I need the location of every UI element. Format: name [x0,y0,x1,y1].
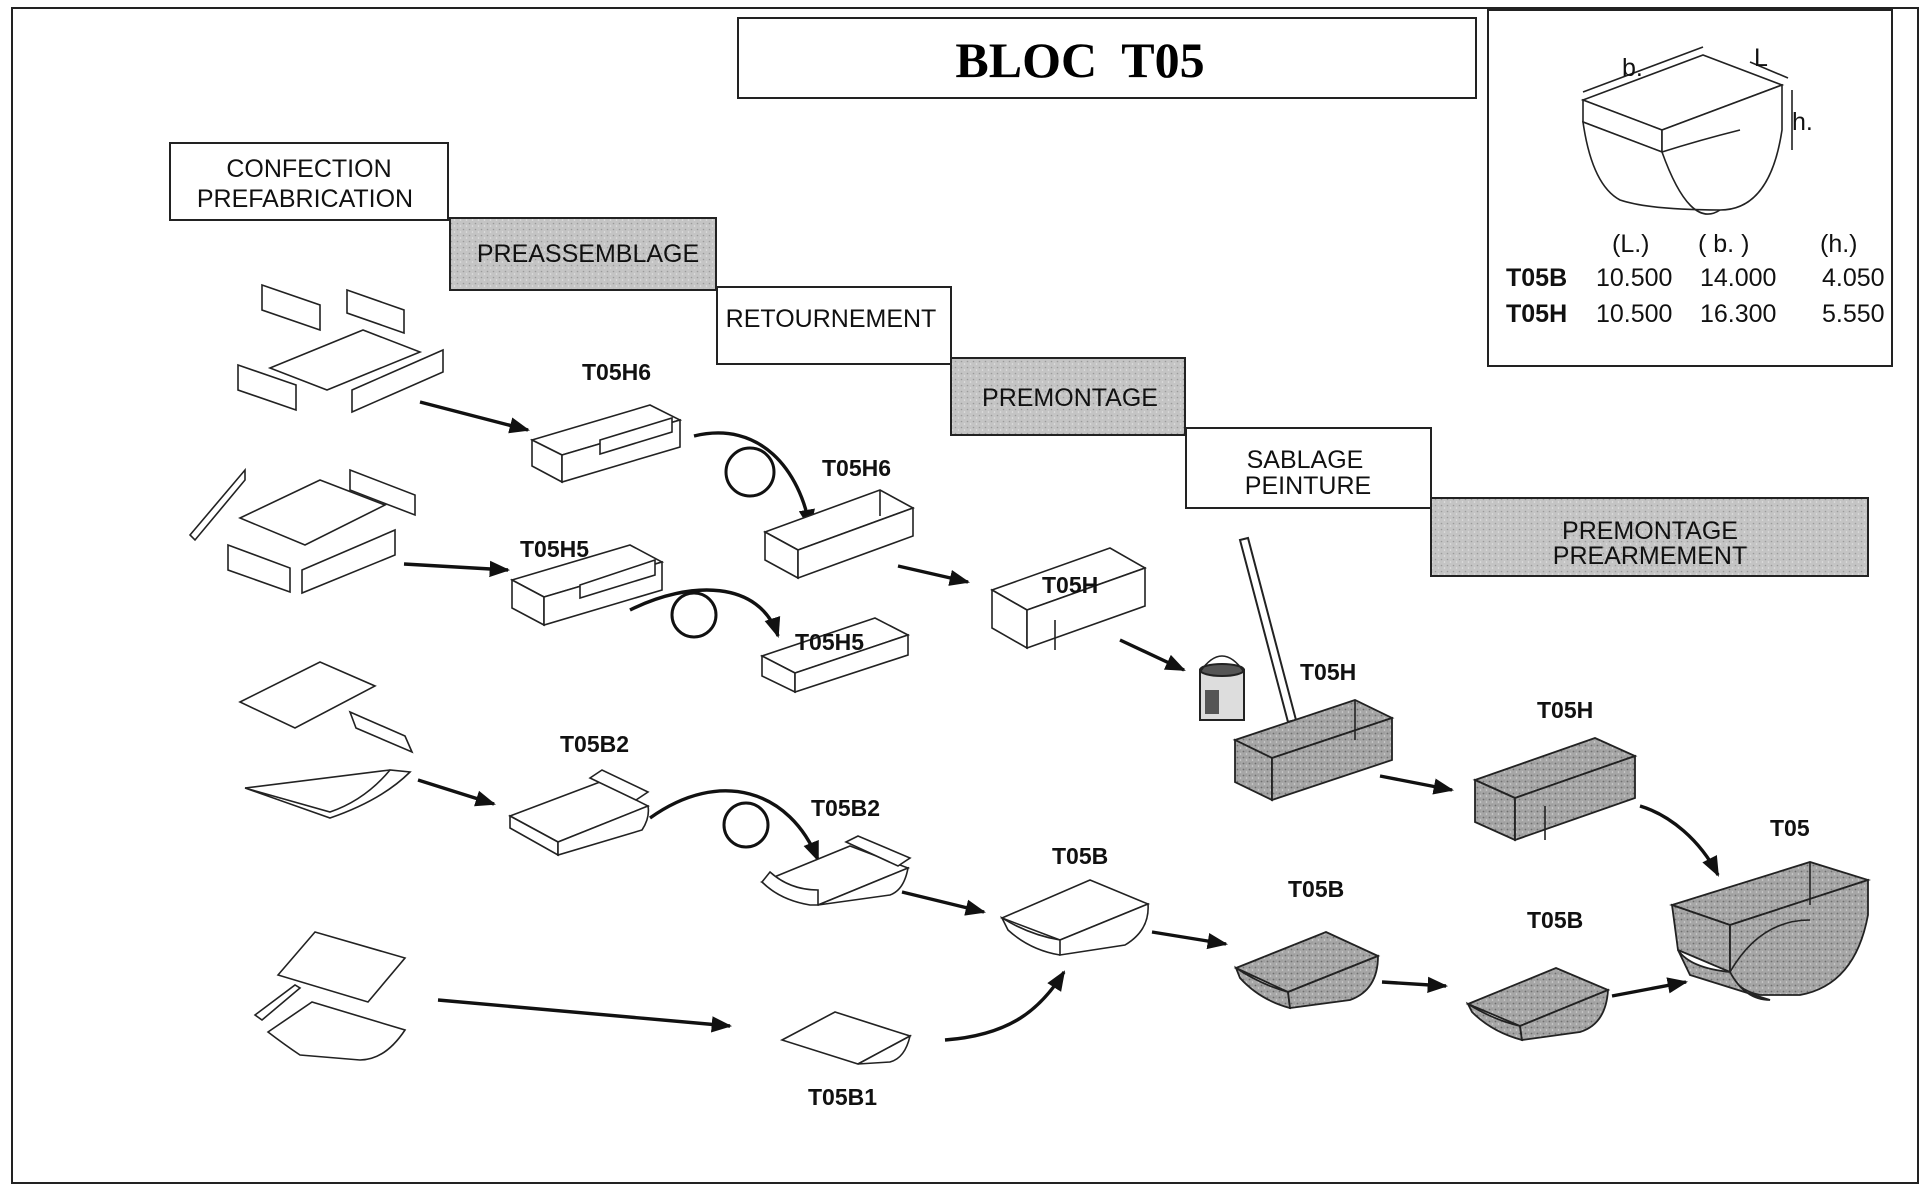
arrow-premontage-h [897,564,970,586]
step-confection-line1: CONFECTION [226,155,391,183]
step-confection-line2: PREFABRICATION [197,185,413,213]
arrow-b-to-t05 [1611,977,1689,998]
row-t05h-b: 16.300 [1700,300,1776,328]
part-t05b2-b: T05B2 [759,795,912,906]
label-t05b-a: T05B [1052,843,1108,869]
part-t05b-b-painted: T05B [1233,876,1381,1010]
row-t05b-h: 4.050 [1822,264,1885,292]
arrow-row2-1 [403,560,511,578]
row-name-t05b: T05B [1506,264,1567,292]
dimensions-panel: b. L h. (L.) ( b. ) (h.) T05B 10.500 14.… [1487,9,1893,367]
step-prearmement-line1: PREMONTAGE [1562,517,1738,545]
part-t05h6-b: T05H6 [763,455,915,580]
row4-loose-plates [253,931,407,1061]
flip-arrow-t05h5 [629,588,781,638]
step-premontage-prearmement: PREMONTAGE PREARMEMENT [1430,497,1869,577]
label-t05: T05 [1770,815,1810,841]
arrow-to-prearmement-h [1379,774,1455,795]
part-t05h-b-painted: T05H [1232,659,1395,802]
label-t05h6-a: T05H6 [582,359,651,385]
flip-arrow-t05h6 [693,431,815,531]
step-sablage-line2: PEINTURE [1245,472,1371,500]
label-t05h6-b: T05H6 [822,455,891,481]
flip-arrow-t05b2 [649,789,820,862]
arrow-row1-1 [419,400,530,434]
step-preassemblage: PREASSEMBLAGE [449,217,717,291]
part-t05b-a: T05B [999,843,1151,956]
part-t05h5-a: T05H5 [509,536,665,627]
step-sablage-line1: SABLAGE [1247,446,1364,474]
row3-loose-plates [238,661,414,819]
outer-frame [11,7,1919,1184]
step-retournement: RETOURNEMENT [716,286,952,365]
part-t05h6-a: T05H6 [529,359,683,484]
arrow-to-sablage-b [1151,930,1229,950]
row-t05h-h: 5.550 [1822,300,1885,328]
label-t05h-a: T05H [1042,572,1098,598]
part-t05b2-a: T05B2 [508,731,650,857]
row2-loose-plates [188,467,416,595]
arrow-b1-to-premontage [944,970,1066,1042]
label-t05h5-a: T05H5 [520,536,589,562]
label-t05b2-b: T05B2 [811,795,880,821]
step-confection: CONFECTION PREFABRICATION [169,142,449,221]
label-t05b1: T05B1 [808,1084,877,1110]
label-t05h-c: T05H [1537,697,1593,723]
row-name-t05h: T05H [1506,300,1567,328]
part-t05h-c-painted: T05H [1472,697,1638,842]
axis-label-b: b. [1622,54,1643,82]
col-header-h: (h.) [1820,230,1858,258]
step-premontage-label: PREMONTAGE [982,384,1158,412]
step-preassemblage-label: PREASSEMBLAGE [477,240,699,268]
arrow-h-to-t05 [1639,804,1720,877]
label-t05b-b: T05B [1288,876,1344,902]
step-premontage: PREMONTAGE [950,357,1186,436]
label-t05h-b: T05H [1300,659,1356,685]
flip-symbol-t05h6 [724,446,776,498]
block-dimension-sketch: b. L h. [1580,44,1813,215]
label-t05b2-a: T05B2 [560,731,629,757]
col-header-L: (L.) [1612,230,1650,258]
part-t05b-c-painted: T05B [1465,907,1611,1042]
arrow-premontage-b [901,890,986,916]
flip-symbol-t05b2 [722,801,770,849]
arrow-row3-1 [417,778,496,807]
flip-symbol-t05h5 [670,591,718,639]
label-t05h5-b: T05H5 [795,629,864,655]
row-t05b-b: 14.000 [1700,264,1776,292]
label-t05b-c: T05B [1527,907,1583,933]
arrow-to-prearmement-b [1381,976,1449,993]
part-t05b1: T05B1 [779,1011,913,1110]
part-t05-final-painted: T05 [1669,815,1871,1001]
row1-loose-plates [237,283,444,414]
title-box: BLOC T05 [737,17,1477,99]
part-t05h5-b: T05H5 [759,617,911,694]
page-title: BLOC T05 [955,32,1204,88]
step-retournement-label: RETOURNEMENT [726,305,937,333]
part-t05h-a: T05H [990,547,1147,650]
row-t05h-L: 10.500 [1596,300,1672,328]
row-t05b-L: 10.500 [1596,264,1672,292]
step-prearmement-line2: PREARMEMENT [1553,542,1747,570]
arrow-to-sablage-h [1119,638,1186,672]
axis-label-L: L [1754,44,1768,72]
axis-label-h: h. [1792,108,1813,136]
paint-can-icon [1199,655,1245,721]
arrow-row4-1 [437,998,733,1033]
dimension-table: (L.) ( b. ) (h.) T05B 10.500 14.000 4.05… [1506,230,1885,328]
col-header-b: ( b. ) [1698,230,1749,258]
step-sablage-peinture: SABLAGE PEINTURE [1185,427,1432,509]
